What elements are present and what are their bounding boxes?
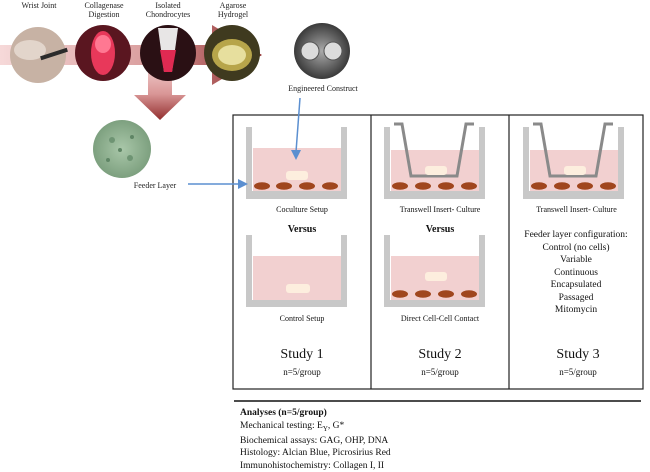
agarose-hydrogel-photo [204, 25, 260, 81]
feeder-config-item: Mitomycin [554, 305, 598, 315]
blue-arrow-construct [291, 97, 301, 160]
analyses-line: Histology: Alcian Blue, Picrosirius Red [240, 448, 391, 459]
analyses-line: Biochemical assays: GAG, OHP, DNA [240, 435, 389, 446]
well-transwell-2 [384, 122, 485, 199]
study1-n: n=5/group [283, 367, 321, 377]
mech-sub: Y [322, 424, 328, 433]
study3-n: n=5/group [559, 367, 597, 377]
well-direct-contact [384, 235, 485, 307]
feeder-config-title: Feeder layer configuration: [524, 230, 628, 240]
construct [286, 284, 310, 293]
step-label-agarose: Agarose Hydrogel [217, 1, 249, 19]
study2-n: n=5/group [421, 367, 459, 377]
down-arrow [134, 62, 186, 120]
construct [425, 166, 447, 175]
study1-versus: Versus [287, 224, 317, 235]
study2-top-caption: Transwell Insert- Culture [399, 205, 481, 214]
analyses-block: Analyses (n=5/group) Mechanical testing:… [240, 407, 391, 472]
analyses-line: Immunohistochemistry: Collagen I, II [240, 460, 385, 471]
mech-suffix: , G* [327, 420, 345, 431]
construct [564, 166, 586, 175]
study1-title: Study 1 [280, 347, 324, 362]
well-control [246, 235, 347, 307]
analyses-title: Analyses (n=5/group) [240, 408, 327, 418]
isolated-chondrocytes-photo [140, 25, 196, 81]
study1-bottom-caption: Control Setup [279, 314, 325, 323]
feeder-config-list: Feeder layer configuration: Control (no … [508, 229, 644, 317]
study2-versus: Versus [425, 224, 455, 235]
construct [425, 272, 447, 281]
mech-prefix: Mechanical testing: E [240, 420, 323, 431]
well-coculture [246, 127, 347, 199]
process-arrow [0, 25, 262, 85]
collagenase-photo [75, 25, 131, 81]
feeder-layer-label: Feeder Layer [133, 181, 177, 190]
feeder-config-item: Passaged [558, 292, 594, 303]
feeder-config-item: Control (no cells) [542, 242, 610, 253]
well-transwell-3 [523, 122, 624, 199]
construct [286, 171, 308, 180]
engineered-construct-label: Engineered Construct [288, 84, 358, 93]
feeder-config-item: Variable [560, 255, 592, 265]
study2-title: Study 2 [418, 347, 462, 362]
wrist-joint-photo [10, 27, 68, 83]
study-grid [232, 114, 644, 390]
feeder-config-item: Continuous [554, 267, 598, 278]
study1-top-caption: Coculture Setup [276, 205, 328, 214]
feeder-layer-photo [93, 120, 151, 178]
step-label-chondrocytes: Isolated Chondrocytes [145, 1, 191, 19]
step-label-wrist-joint: Wrist Joint [21, 1, 57, 10]
analyses-mechanical: Mechanical testing: EY, G* [240, 420, 391, 435]
study2-bottom-caption: Direct Cell-Cell Contact [400, 314, 480, 323]
study3-top-caption: Transwell Insert- Culture [536, 205, 617, 214]
study3-title: Study 3 [556, 347, 600, 362]
feeder-config-item: Encapsulated [550, 280, 602, 290]
step-label-collagenase: Collagenase Digestion [84, 1, 124, 19]
blue-arrow-feeder [188, 179, 248, 189]
engineered-construct-photo [294, 23, 350, 79]
